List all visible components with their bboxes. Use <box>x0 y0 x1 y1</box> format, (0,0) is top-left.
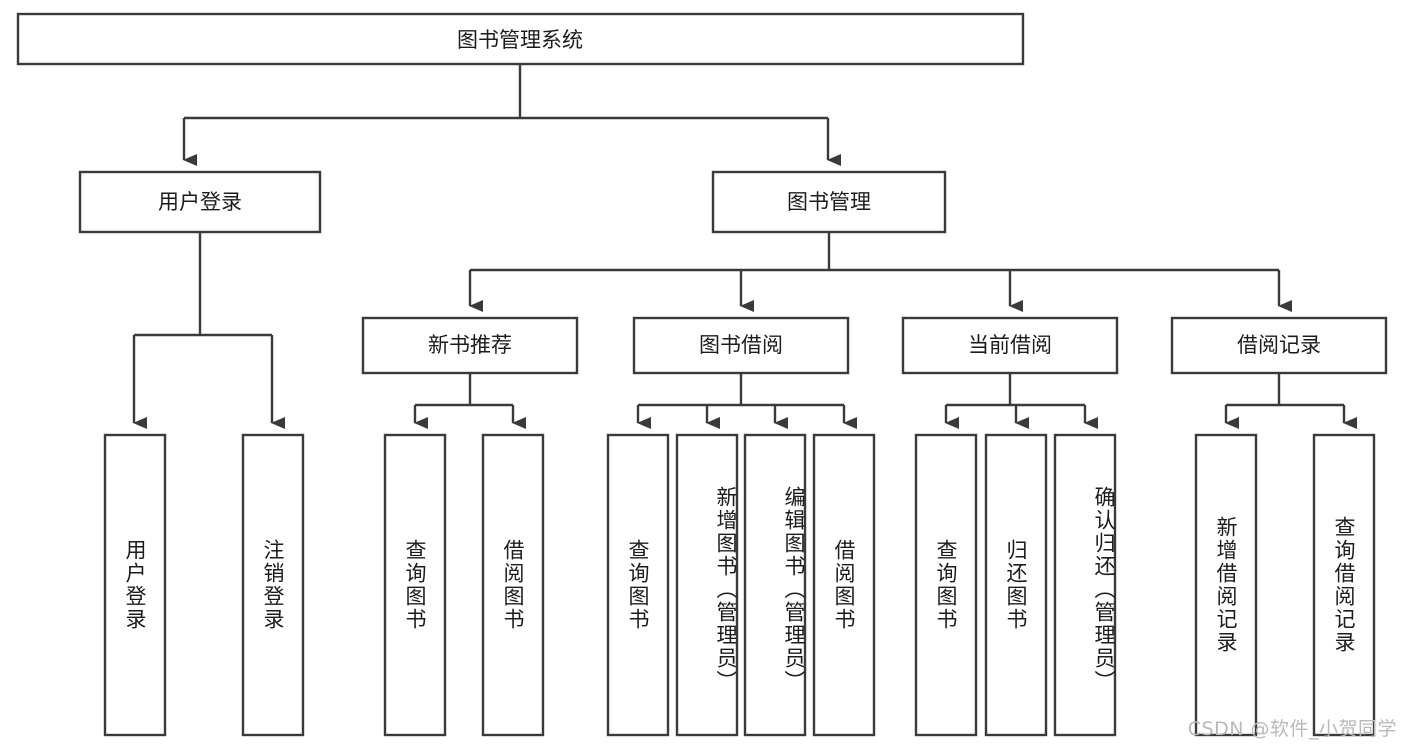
leaf-box-edit-book-admin[interactable] <box>743 433 807 737</box>
node-current-borrow-box <box>901 316 1119 375</box>
leaf-box-query-book-2[interactable] <box>606 433 670 737</box>
node-borrow-record[interactable]: 借阅记录 <box>1170 316 1388 375</box>
leaf-box-return-book[interactable] <box>984 433 1048 737</box>
edge-book-management-to-level2 <box>468 232 1292 312</box>
edge-borrow-record-to-leaves <box>1224 373 1357 429</box>
leaf-box-add-book-admin[interactable] <box>675 433 739 737</box>
node-new-book-recommend-label: 新书推荐 <box>428 333 512 357</box>
edge-new-book-recommend-to-leaves <box>413 373 526 429</box>
leaf-box-query-book-1[interactable] <box>383 433 447 737</box>
edge-root-to-level1 <box>182 64 841 166</box>
node-borrow-record-label: 借阅记录 <box>1237 333 1321 357</box>
node-root[interactable]: 图书管理系统 <box>16 12 1025 66</box>
leaf-box-confirm-return-admin[interactable] <box>1053 433 1117 737</box>
node-current-borrow[interactable]: 当前借阅 <box>901 316 1119 375</box>
node-book-management-label: 图书管理 <box>787 190 871 214</box>
leaf-box-borrow-book-2[interactable] <box>812 433 876 737</box>
leaf-box-user-logout-action[interactable] <box>241 433 305 737</box>
leaf-box-query-book-3[interactable] <box>914 433 978 737</box>
leaf-box-user-login-action[interactable] <box>103 433 167 737</box>
node-user-login-label: 用户登录 <box>158 190 242 214</box>
node-current-borrow-label: 当前借阅 <box>968 333 1052 357</box>
node-book-borrow-label: 图书借阅 <box>699 333 783 357</box>
node-root-label: 图书管理系统 <box>457 28 583 52</box>
node-book-management[interactable]: 图书管理 <box>711 170 947 234</box>
node-new-book-recommend-box <box>361 316 579 375</box>
node-new-book-recommend[interactable]: 新书推荐 <box>361 316 579 375</box>
edge-current-borrow-to-leaves <box>944 373 1098 429</box>
leaf-box-borrow-book-1[interactable] <box>481 433 545 737</box>
node-book-borrow[interactable]: 图书借阅 <box>632 316 850 375</box>
csdn-watermark: CSDN @软件_小贺同学 <box>1187 718 1397 740</box>
edge-user-login-to-leaves <box>132 232 285 429</box>
leaf-box-query-borrow-record[interactable] <box>1312 433 1376 737</box>
node-root-box <box>16 12 1025 66</box>
leaf-box-add-borrow-record[interactable] <box>1194 433 1258 737</box>
node-user-login[interactable]: 用户登录 <box>78 170 322 234</box>
node-user-login-box <box>78 170 322 234</box>
edge-book-borrow-to-leaves <box>636 373 857 429</box>
